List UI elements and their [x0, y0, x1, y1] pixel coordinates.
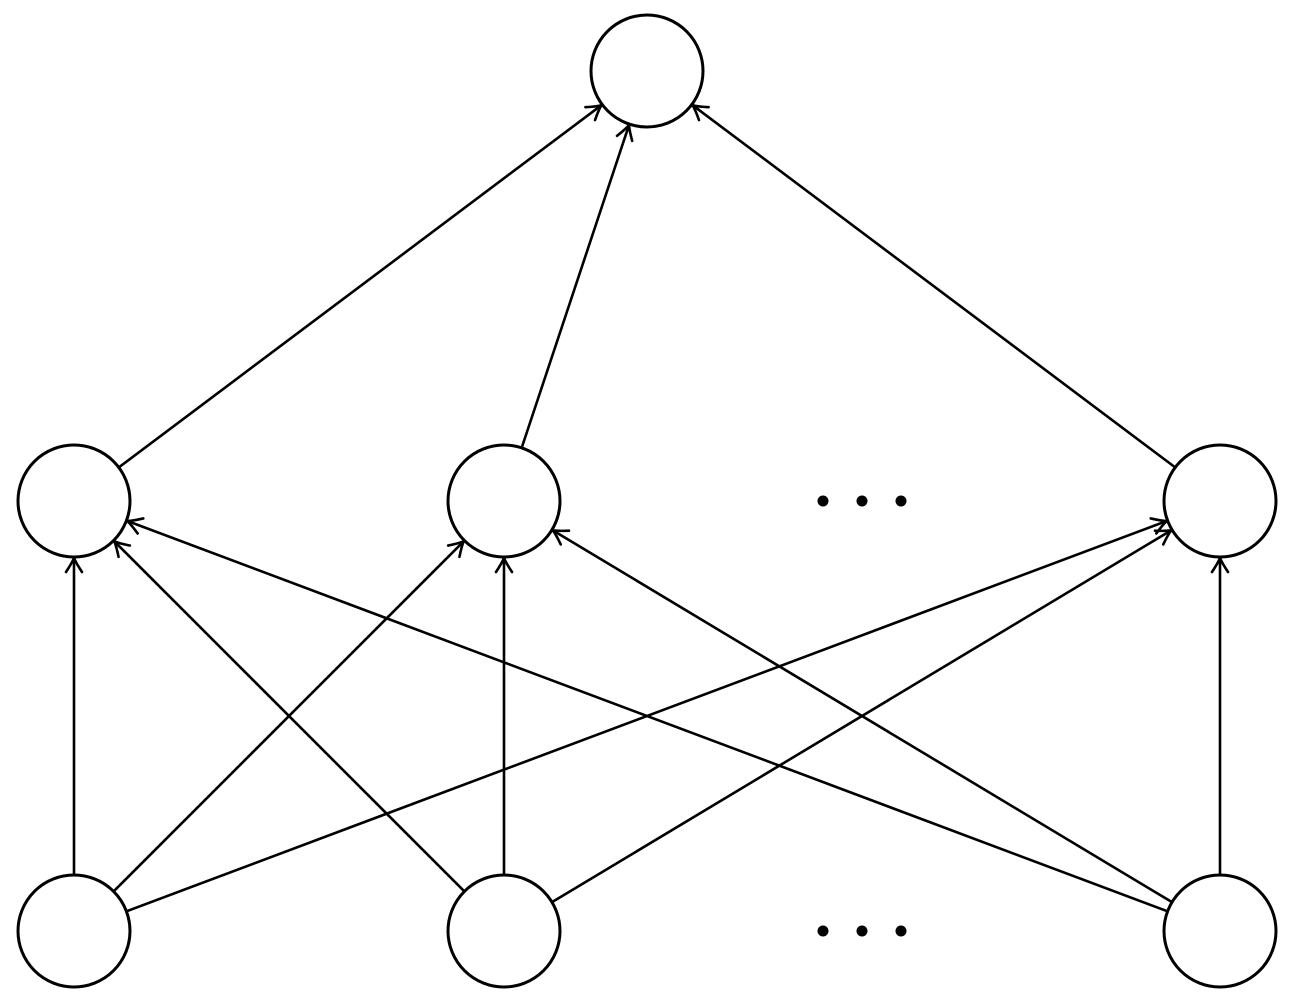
ellipses — [817, 495, 907, 937]
edge-line — [113, 540, 466, 893]
edge-m2-to-top — [520, 123, 634, 449]
node-b3 — [1162, 873, 1278, 989]
node-m3 — [1162, 443, 1278, 559]
edges — [64, 103, 1230, 913]
node-m1 — [16, 443, 132, 559]
ellipsis-dot — [856, 925, 868, 937]
ellipsis-dot — [895, 495, 907, 507]
ellipsis-dot — [856, 495, 868, 507]
node-top — [589, 13, 705, 129]
hidden-ellipsis — [817, 495, 907, 507]
ellipsis-dot — [817, 925, 829, 937]
edge-line — [691, 104, 1176, 469]
edge-m3-to-top — [691, 103, 1176, 469]
edge-line — [520, 124, 631, 449]
ellipsis-dot — [895, 925, 907, 937]
node-m2 — [446, 443, 562, 559]
edge-line — [126, 519, 1169, 913]
edge-line — [552, 529, 1173, 904]
edge-b2-to-m2 — [494, 556, 514, 875]
node-b1 — [16, 873, 132, 989]
edge-b1-to-m1 — [64, 556, 84, 875]
edge-m1-to-top — [118, 103, 603, 469]
node-b2 — [446, 873, 562, 989]
ellipsis-dot — [817, 495, 829, 507]
edge-b3-to-m3 — [1210, 556, 1230, 875]
edge-line — [118, 104, 603, 469]
input-ellipsis — [817, 925, 907, 937]
nodes — [16, 13, 1278, 989]
